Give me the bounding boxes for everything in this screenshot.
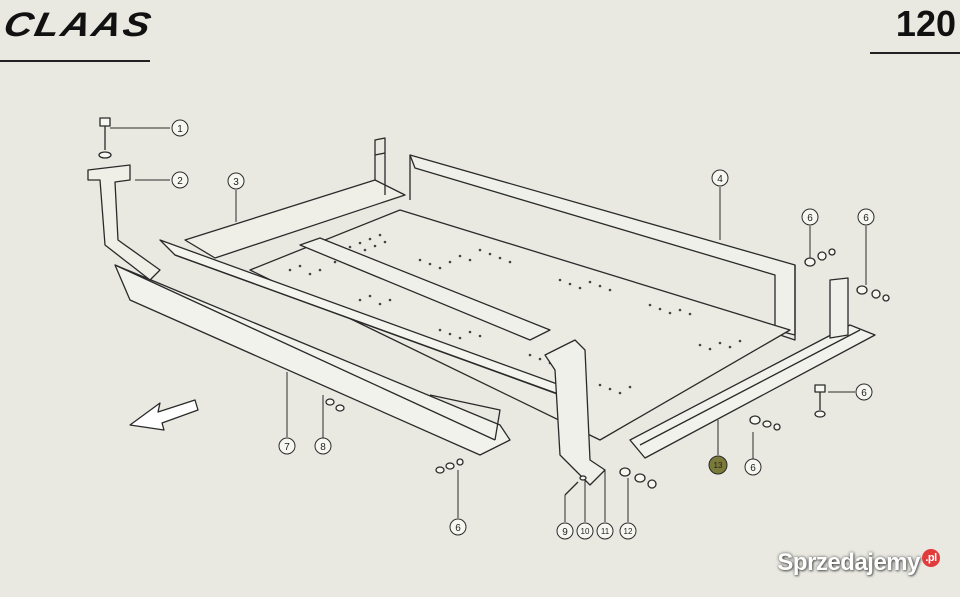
callout-6-c: 6	[855, 383, 873, 401]
right-upright-bracket	[829, 277, 849, 339]
callout-markers: 1 2 3 4 6 6 6 6 6 7 8 9 10 11 12 13	[171, 119, 875, 540]
callout-6-b: 6	[857, 208, 875, 226]
svg-text:8: 8	[320, 442, 326, 453]
svg-text:6: 6	[807, 213, 813, 224]
page-number: 120	[895, 3, 956, 44]
svg-text:12: 12	[624, 527, 633, 536]
callout-7: 7	[278, 437, 296, 455]
callout-3: 3	[227, 172, 245, 190]
callout-9: 9	[556, 522, 574, 540]
left-bracket	[87, 164, 161, 281]
right-angle-beam	[629, 324, 876, 459]
svg-text:6: 6	[861, 388, 867, 399]
watermark-badge: .pl	[922, 549, 940, 567]
svg-text:9: 9	[562, 527, 568, 538]
svg-text:7: 7	[284, 442, 290, 453]
watermark-text: Sprzedajemy	[777, 549, 920, 576]
callout-12: 12	[619, 522, 637, 540]
page-number-underline	[870, 52, 960, 54]
svg-text:6: 6	[863, 213, 869, 224]
callout-10: 10	[576, 522, 594, 540]
callout-4: 4	[711, 169, 729, 187]
svg-text:13: 13	[714, 461, 723, 470]
watermark: Sprzedajemy.pl	[777, 549, 940, 577]
callout-1: 1	[171, 119, 189, 137]
left-side-rail	[184, 137, 406, 259]
direction-arrow	[129, 399, 199, 431]
callout-11: 11	[596, 522, 614, 540]
svg-text:11: 11	[601, 527, 610, 536]
svg-text:6: 6	[750, 463, 756, 474]
svg-text:4: 4	[717, 174, 723, 185]
callout-6-a: 6	[801, 208, 819, 226]
svg-text:2: 2	[177, 176, 183, 187]
fasteners	[98, 117, 890, 496]
callout-2: 2	[171, 171, 189, 189]
callout-6-d: 6	[744, 458, 762, 476]
callout-13: 13	[708, 455, 728, 475]
front-angle-beam	[114, 264, 511, 456]
svg-text:3: 3	[233, 177, 239, 188]
inner-crossbar	[299, 237, 551, 341]
leader-lines	[110, 127, 867, 522]
brand-underline	[0, 60, 150, 62]
callout-6-e: 6	[449, 518, 467, 536]
callout-8: 8	[314, 437, 332, 455]
svg-text:10: 10	[581, 527, 590, 536]
svg-text:6: 6	[455, 523, 461, 534]
svg-text:1: 1	[177, 124, 183, 135]
